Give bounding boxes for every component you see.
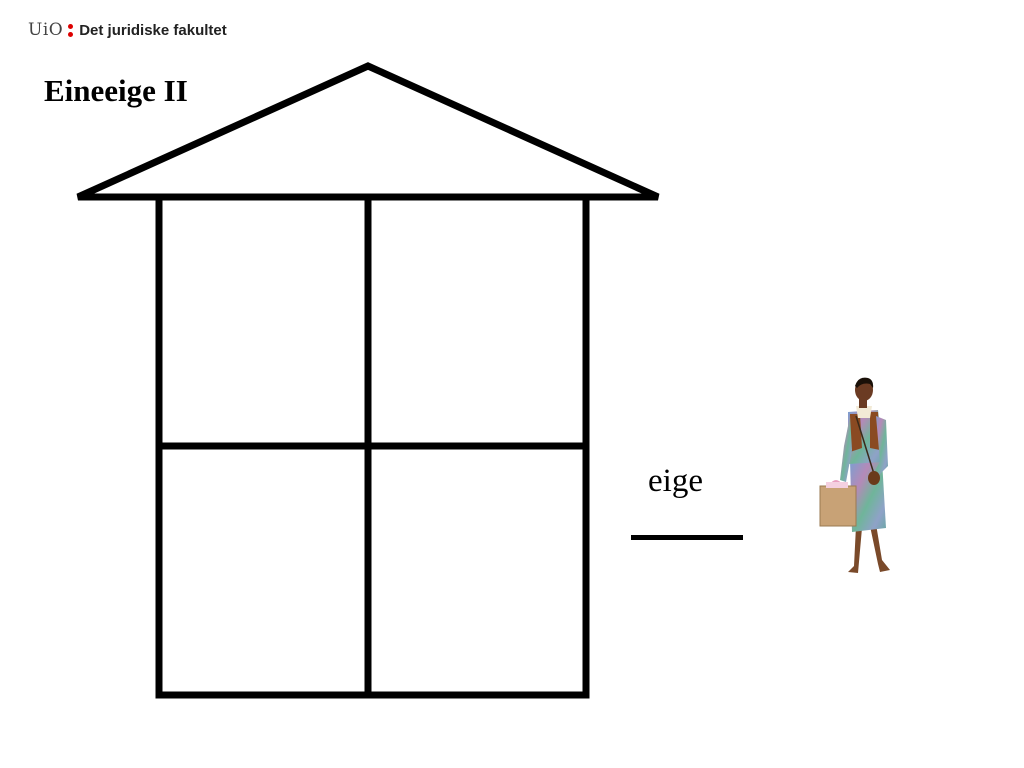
uio-logo: UiO	[28, 20, 64, 40]
faculty-name: Det juridiske fakultet	[79, 21, 227, 39]
slide-title: Eineeige II	[44, 73, 188, 108]
word-label: eige	[648, 463, 703, 499]
shopping-woman-figure	[819, 377, 890, 573]
header: UiO Det juridiske fakultet	[28, 18, 227, 42]
uio-logo-colon-icon	[68, 23, 74, 37]
house-roof	[76, 62, 660, 201]
answer-blank-line	[631, 535, 743, 540]
